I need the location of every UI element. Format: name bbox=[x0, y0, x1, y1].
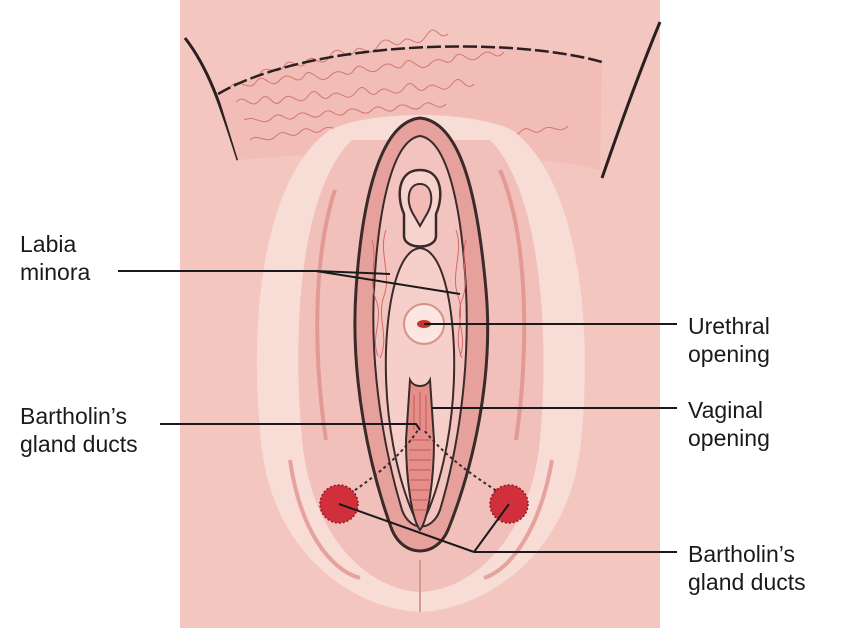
label-bartholins-ducts-right-line1: Bartholin’s bbox=[688, 540, 806, 568]
label-labia-minora: Labia minora bbox=[20, 230, 90, 286]
label-urethral-opening: Urethral opening bbox=[688, 312, 770, 368]
label-urethral-opening-line1: Urethral bbox=[688, 312, 770, 340]
label-bartholins-ducts-right-line2: gland ducts bbox=[688, 568, 806, 596]
label-vaginal-opening-line2: opening bbox=[688, 424, 770, 452]
label-bartholins-ducts-left-line1: Bartholin’s bbox=[20, 402, 138, 430]
label-labia-minora-line1: Labia bbox=[20, 230, 90, 258]
label-labia-minora-line2: minora bbox=[20, 258, 90, 286]
label-urethral-opening-line2: opening bbox=[688, 340, 770, 368]
label-bartholins-ducts-left: Bartholin’s gland ducts bbox=[20, 402, 138, 458]
label-vaginal-opening: Vaginal opening bbox=[688, 396, 770, 452]
label-vaginal-opening-line1: Vaginal bbox=[688, 396, 770, 424]
label-bartholins-ducts-left-line2: gland ducts bbox=[20, 430, 138, 458]
label-bartholins-ducts-right: Bartholin’s gland ducts bbox=[688, 540, 806, 596]
